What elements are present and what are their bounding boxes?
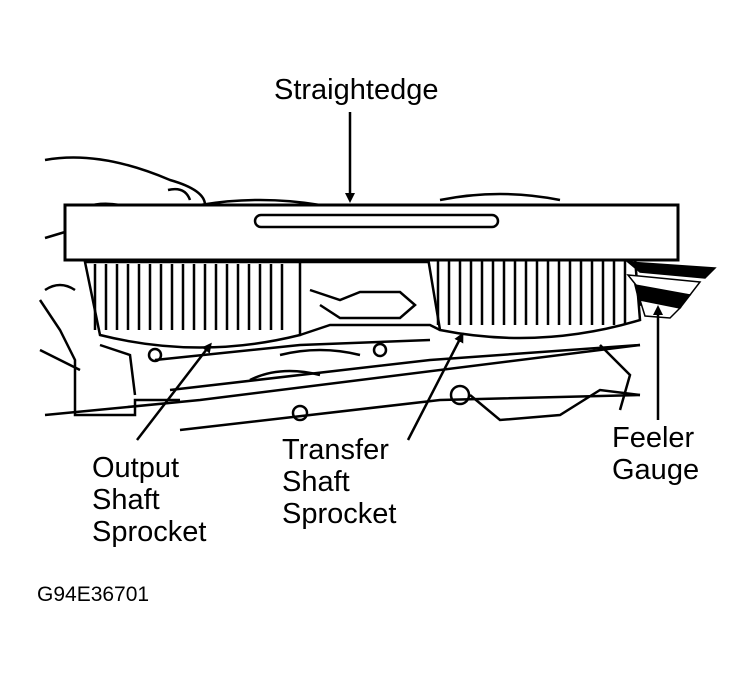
label-feeler-gauge: Feeler Gauge — [612, 422, 699, 486]
figure-code: G94E36701 — [37, 583, 150, 606]
arrow-output-shaft-sprocket — [136, 342, 212, 441]
label-line: Gauge — [612, 454, 700, 486]
label-line: Sprocket — [282, 498, 397, 530]
arrow-transfer-shaft-sprocket — [406, 332, 464, 441]
center-cavity — [299, 260, 441, 337]
label-transfer-shaft-sprocket: Transfer Shaft Sprocket — [282, 434, 396, 530]
transfer-shaft-sprocket — [426, 256, 642, 340]
label-line: Output — [92, 452, 180, 484]
feeler-gauge-blades — [625, 261, 717, 319]
label-line: Sprocket — [92, 516, 207, 548]
label-line: Transfer — [282, 434, 389, 466]
label-line: Shaft — [92, 484, 160, 516]
bolt-holes — [147, 342, 471, 422]
label-output-shaft-sprocket: Output Shaft Sprocket — [92, 452, 206, 548]
output-shaft-sprocket — [83, 260, 302, 349]
label-line: Feeler — [612, 422, 695, 454]
label-line: Shaft — [282, 466, 350, 498]
callout-arrows — [136, 112, 663, 441]
straightedge-bar — [63, 192, 680, 262]
label-straightedge: Straightedge — [274, 74, 439, 106]
